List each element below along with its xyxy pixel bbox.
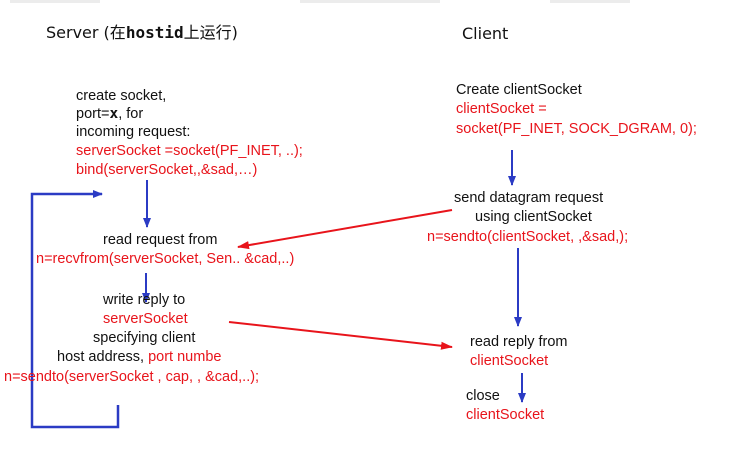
server-write-socket: serverSocket	[103, 311, 188, 327]
server-create-line3: incoming request:	[76, 124, 191, 140]
request-arrow	[237, 209, 453, 250]
top-edge-band	[10, 0, 100, 3]
server-heading: Server (在hostid上运行)	[46, 24, 238, 41]
client-sendto-code: n=sendto(clientSocket, ,&sad,);	[427, 229, 629, 245]
client-send-request-line2: using clientSocket	[475, 209, 592, 225]
reply-arrow	[228, 321, 453, 350]
server-bind-code: bind(serverSocket,,&sad,…)	[76, 162, 258, 178]
server-heading-suffix: 上运行)	[183, 23, 238, 42]
server-specifying-client: specifying client	[93, 330, 196, 346]
client-create-socket: Create clientSocket	[456, 82, 582, 98]
server-loop-arrow	[30, 190, 120, 429]
server-heading-hostid: hostid	[125, 23, 184, 42]
server-port-var: x	[109, 106, 119, 122]
server-port-number: port numbe	[148, 349, 222, 365]
client-close: close	[466, 388, 500, 404]
client-socket-code-line1: clientSocket =	[456, 101, 547, 117]
client-send-request-line1: send datagram request	[454, 190, 604, 206]
server-read-request: read request from	[103, 232, 218, 248]
server-socket-code: serverSocket =socket(PF_INET, ..);	[76, 143, 303, 159]
server-sendto-code: n=sendto(serverSocket , cap, , &cad,..);	[4, 369, 260, 385]
server-write-reply: write reply to	[103, 292, 186, 308]
client-heading: Client	[462, 24, 509, 43]
server-host-address-label: host address,	[57, 349, 145, 365]
top-edge-band	[550, 0, 630, 3]
client-read-socket: clientSocket	[470, 353, 549, 369]
server-port-label: port=	[76, 106, 110, 122]
server-host-address: host address, port numbe	[57, 349, 221, 366]
top-edge-band	[300, 0, 440, 3]
server-heading-prefix: Server (在	[46, 23, 126, 42]
server-create-line2: port=x, for	[76, 106, 143, 123]
client-read-reply: read reply from	[470, 334, 568, 350]
server-port-suffix: , for	[118, 106, 144, 122]
server-create-line1: create socket,	[76, 88, 167, 104]
client-socket-code-line2: socket(PF_INET, SOCK_DGRAM, 0);	[456, 121, 697, 137]
client-close-socket: clientSocket	[466, 407, 545, 423]
server-recvfrom-code: n=recvfrom(serverSocket, Sen.. &cad,..)	[36, 251, 295, 267]
